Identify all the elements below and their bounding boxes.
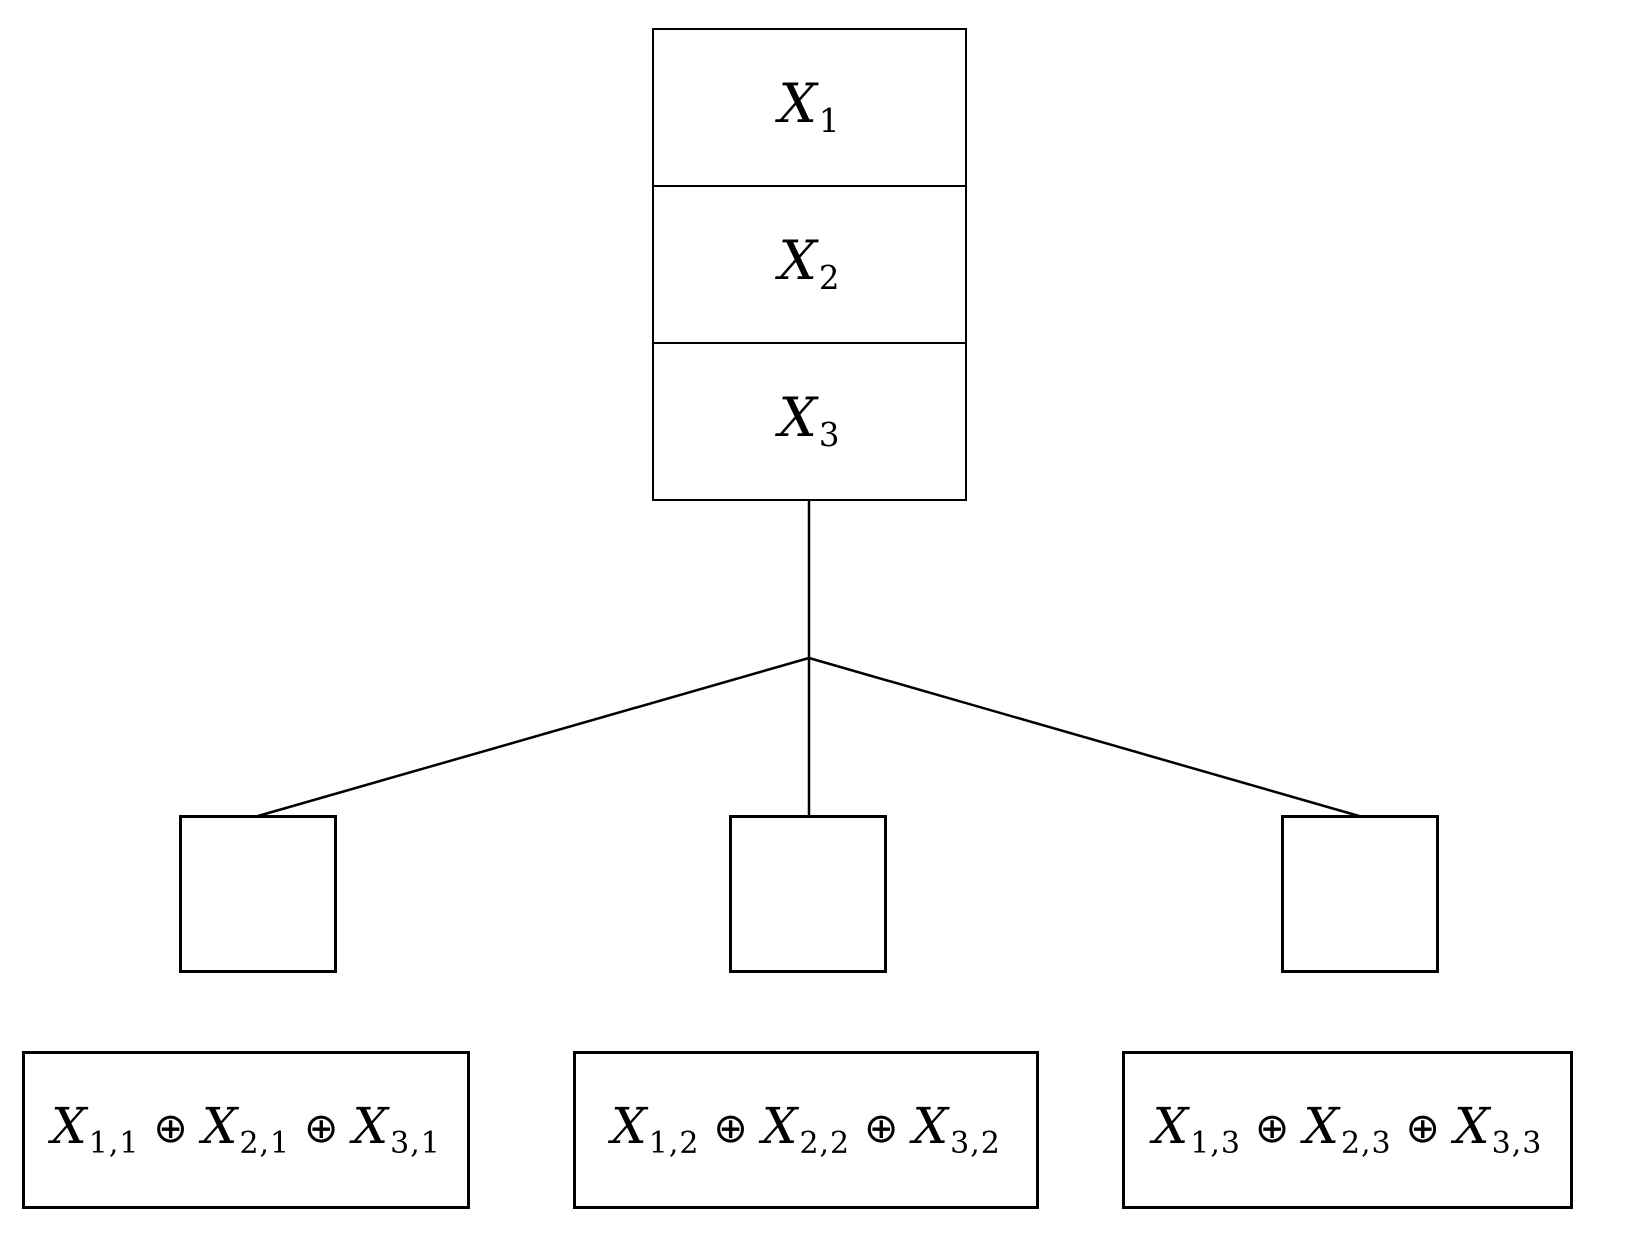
term-base: X <box>761 1097 798 1156</box>
stack-cell-label: X2 <box>778 234 840 295</box>
term-base: X <box>51 1097 87 1156</box>
source-stack: X1 X2 X3 <box>652 28 967 501</box>
term-base: X <box>778 386 817 450</box>
xor-operator: ⊕ <box>304 1103 339 1152</box>
term-base: X <box>1152 1097 1189 1156</box>
term-subscript: 2,3 <box>1340 1125 1392 1161</box>
term-subscript: 3,2 <box>950 1125 1001 1161</box>
term-subscript: 2,2 <box>799 1125 851 1161</box>
term-base: X <box>352 1097 389 1156</box>
term-subscript: 1,1 <box>88 1125 140 1161</box>
bucket-box-1 <box>179 815 337 973</box>
xor-operator: ⊕ <box>153 1103 188 1152</box>
output-box-2: X1,2⊕X2,2⊕X3,2 <box>573 1051 1039 1209</box>
term-subscript: 2,1 <box>239 1125 291 1161</box>
term-base: X <box>1454 1097 1490 1156</box>
bucket-box-2 <box>729 815 887 973</box>
xor-operator: ⊕ <box>713 1103 748 1152</box>
branch-line-left <box>257 656 810 818</box>
term-subscript: 1 <box>818 102 841 141</box>
xor-operator: ⊕ <box>1254 1103 1290 1152</box>
stack-cell-2: X2 <box>654 185 965 342</box>
term-subscript: 3,3 <box>1491 1125 1543 1161</box>
term-subscript: 1,2 <box>648 1125 700 1161</box>
term-subscript: 1,3 <box>1190 1125 1241 1161</box>
branch-line-right <box>808 656 1360 818</box>
xor-expression: X1,1⊕X2,1⊕X3,1 <box>51 1101 441 1159</box>
stack-cell-label: X3 <box>778 391 840 452</box>
bucket-box-3 <box>1281 815 1439 973</box>
xor-operator: ⊕ <box>1405 1103 1441 1152</box>
stack-cell-1: X1 <box>654 30 965 185</box>
output-box-1: X1,1⊕X2,1⊕X3,1 <box>22 1051 470 1209</box>
term-base: X <box>778 72 817 136</box>
term-base: X <box>778 229 817 293</box>
term-subscript: 2 <box>818 259 841 298</box>
xor-expression: X1,3⊕X2,3⊕X3,3 <box>1153 1101 1543 1159</box>
xor-operator: ⊕ <box>864 1103 899 1152</box>
term-subscript: 3 <box>818 416 841 455</box>
term-base: X <box>912 1097 949 1156</box>
output-box-3: X1,3⊕X2,3⊕X3,3 <box>1122 1051 1573 1209</box>
xor-expression: X1,2⊕X2,2⊕X3,2 <box>611 1101 1001 1159</box>
term-base: X <box>611 1097 647 1156</box>
stack-cell-3: X3 <box>654 342 965 499</box>
term-subscript: 3,1 <box>390 1125 441 1161</box>
term-base: X <box>201 1097 238 1156</box>
stack-cell-label: X1 <box>778 77 840 138</box>
term-base: X <box>1303 1097 1339 1156</box>
